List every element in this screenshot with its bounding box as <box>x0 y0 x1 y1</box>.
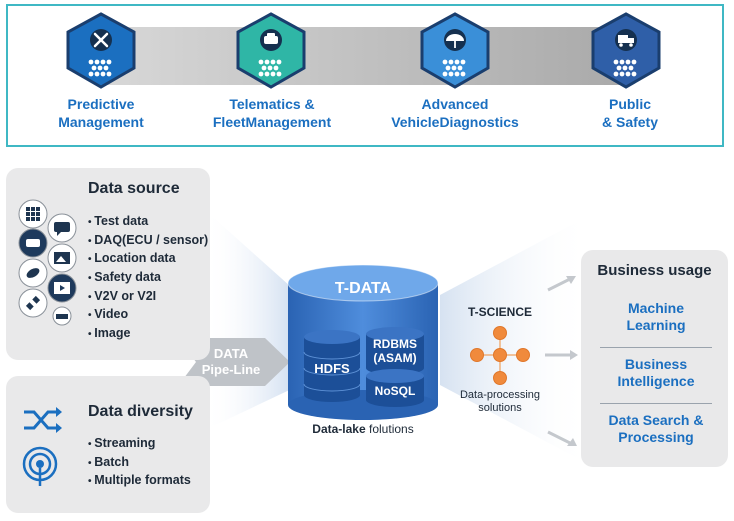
list-item: Image <box>88 324 208 343</box>
list-item: V2V or V2I <box>88 287 208 306</box>
truck-icon <box>618 35 634 47</box>
t-science-title: T-SCIENCE <box>467 305 532 319</box>
data-source-list: Test data DAQ(ECU / sensor) Location dat… <box>88 212 208 343</box>
use-case-line: Telematics & <box>229 96 315 112</box>
nosql-cylinder <box>366 369 424 407</box>
input-funnel <box>205 210 300 430</box>
business-usage-panel <box>581 250 728 467</box>
car-icon <box>18 228 48 258</box>
data-dots-icon <box>258 59 282 77</box>
car-icon <box>264 33 278 44</box>
predictive-management-hexagon <box>66 12 136 89</box>
broadcast-icon <box>22 446 58 486</box>
use-case-banner <box>6 4 724 147</box>
tools-icon <box>93 32 109 48</box>
divider <box>600 403 712 404</box>
umbrella-icon <box>446 34 464 48</box>
list-item: DAQ(ECU / sensor) <box>88 231 208 250</box>
pipeline-line: Pipe-Line <box>201 362 261 377</box>
shuffle-icon <box>24 407 62 433</box>
image-icon <box>47 243 77 273</box>
data-diversity-title: Data diversity <box>88 403 193 420</box>
rdbms-line: (ASAM) <box>373 351 417 365</box>
rdbms-label: RDBMS (ASAM) <box>366 337 424 365</box>
pipeline-label: DATA Pipe-Line <box>198 346 264 378</box>
pipeline-line: DATA <box>213 346 249 361</box>
output-funnel <box>440 215 590 465</box>
list-item: Test data <box>88 212 208 231</box>
use-case-line: Advanced <box>421 96 489 112</box>
data-diversity-list: Streaming Batch Multiple formats <box>88 434 191 490</box>
router-icon <box>52 306 72 326</box>
business-usage-title: Business usage <box>597 262 712 279</box>
business-item-business-intelligence: Business Intelligence <box>600 356 712 390</box>
use-case-label-telematics: Telematics & FleetManagement <box>197 95 347 131</box>
chat-icon <box>47 213 77 243</box>
caption-line: solutions <box>478 402 522 414</box>
business-item-line: Business <box>624 356 688 372</box>
business-item-line: Data Search & <box>608 412 704 428</box>
data-lake-caption: Data-lake folutions <box>288 422 438 436</box>
caption-bold: Data-lake <box>312 422 366 436</box>
t-data-title: T-DATA <box>334 280 392 297</box>
hdfs-label: HDFS <box>314 361 350 376</box>
output-arrows <box>545 276 578 446</box>
caption-line: Data-processing <box>459 389 541 401</box>
business-item-line: Processing <box>618 429 694 445</box>
caption-rest: folutions <box>365 422 414 436</box>
use-case-label-public-safety: Public & Safety <box>555 95 705 131</box>
list-item: Batch <box>88 453 191 472</box>
connector-band <box>100 27 630 85</box>
business-item-line: Intelligence <box>617 373 695 389</box>
list-item: Safety data <box>88 268 208 287</box>
data-dots-icon <box>88 59 112 77</box>
business-item-line: Machine <box>627 300 684 316</box>
use-case-line: Public <box>608 96 651 112</box>
nosql-label: NoSQL <box>374 384 416 398</box>
list-item: Video <box>88 305 208 324</box>
use-case-graphics <box>66 12 661 89</box>
public-safety-hexagon <box>591 12 661 89</box>
data-source-title: Data source <box>88 180 180 197</box>
processing-network-icon <box>470 326 530 385</box>
use-case-line: & Safety <box>601 114 659 130</box>
business-item-machine-learning: Machine Learning <box>600 300 712 334</box>
use-case-label-predictive: Predictive Management <box>26 95 176 131</box>
data-dots-icon <box>613 59 637 77</box>
vehicle-diagnostics-hexagon <box>420 12 490 89</box>
use-case-line: VehicleDiagnostics <box>391 114 519 130</box>
use-case-label-diagnostics: Advanced VehicleDiagnostics <box>380 95 530 131</box>
telematics-hexagon <box>236 12 306 89</box>
satellite-icon <box>18 288 48 318</box>
use-case-line: FleetManagement <box>212 114 332 130</box>
list-item: Streaming <box>88 434 191 453</box>
grid-icon <box>18 199 48 229</box>
list-item: Location data <box>88 249 208 268</box>
divider <box>600 347 712 348</box>
data-diversity-icons <box>22 407 62 486</box>
data-source-icon-cluster <box>18 199 77 326</box>
use-case-line: Management <box>58 114 144 130</box>
hdfs-cylinder <box>303 330 361 402</box>
data-dots-icon <box>442 59 466 77</box>
t-science-caption: Data-processing solutions <box>450 389 550 415</box>
rdbms-line: RDBMS <box>373 337 417 351</box>
business-item-line: Learning <box>626 317 686 333</box>
list-item: Multiple formats <box>88 471 191 490</box>
video-icon <box>47 273 77 303</box>
use-case-line: Predictive <box>67 96 135 112</box>
business-item-data-search: Data Search & Processing <box>600 412 712 446</box>
satellite-dish-icon <box>18 258 48 288</box>
